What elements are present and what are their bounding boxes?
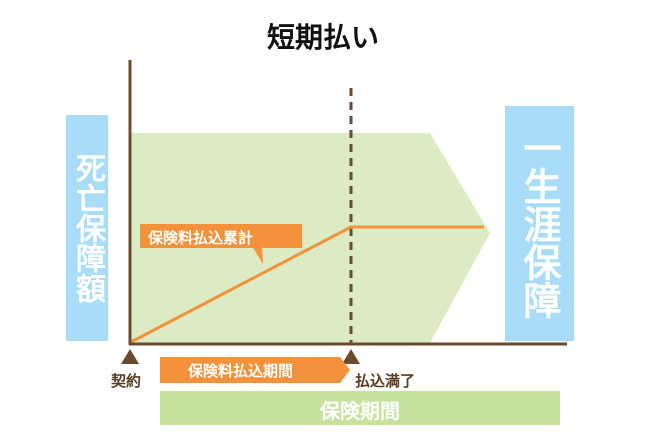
death-benefit-label: 死亡保障額 — [66, 115, 108, 341]
contract-label: 契約 — [111, 372, 142, 390]
premium-cumulative-line — [130, 225, 484, 344]
lifetime-coverage-label: 一生涯保障 — [505, 106, 574, 341]
coverage-area — [130, 133, 490, 343]
payment-end-label: 払込満了 — [355, 372, 416, 390]
payment-period-arrow — [160, 357, 350, 383]
payment-end-marker-icon — [342, 349, 360, 364]
coverage-period-label: 保険期間 — [320, 399, 400, 423]
premium-cumulative-label: 保険料払込累計 — [148, 229, 254, 247]
coverage-period-bar — [160, 391, 560, 425]
contract-marker-icon — [121, 349, 139, 364]
payment-period-label: 保険料払込期間 — [188, 362, 294, 380]
line-label-box — [140, 224, 302, 248]
page-title: 短期払い — [266, 21, 379, 54]
label-pointer — [252, 246, 263, 264]
